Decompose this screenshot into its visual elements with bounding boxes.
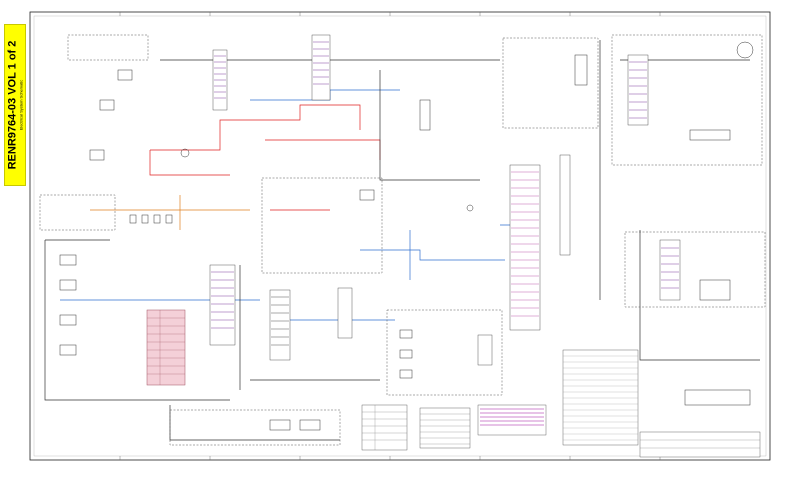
wire-color-legend (419, 407, 471, 449)
component-icon (699, 279, 731, 301)
component-icon (574, 54, 588, 86)
component-icon (399, 369, 413, 379)
section-far-right (611, 34, 763, 166)
section-left-mid (39, 194, 116, 231)
wire-blue (60, 89, 540, 321)
component-icon (736, 41, 754, 59)
connector-icon (337, 287, 353, 339)
legend-rows (362, 355, 760, 450)
section-upper-right (502, 37, 599, 129)
connector-icon (311, 34, 331, 101)
section-lower-center (386, 309, 503, 396)
wire-orange (90, 195, 250, 230)
connector-icon (509, 164, 541, 331)
section-right-mid (624, 231, 766, 308)
legend-tables (361, 349, 761, 458)
connector-icon (269, 289, 291, 361)
component-icon (180, 148, 190, 158)
component-icon (165, 214, 173, 224)
component-icon (419, 99, 431, 131)
component-icon (89, 149, 105, 161)
section-top-left (67, 34, 149, 61)
section-boxes (39, 34, 766, 446)
component-icon (59, 344, 77, 356)
component-icon (153, 214, 161, 224)
connector-icon (477, 334, 493, 366)
connector-pins (211, 41, 679, 346)
component-icon (59, 279, 77, 291)
component-icon (689, 129, 731, 141)
connector-blocks (209, 34, 681, 366)
component-icon (141, 214, 149, 224)
connector-icon (659, 239, 681, 301)
connector-icon (627, 54, 649, 126)
grid-ticks (119, 12, 661, 460)
component-icon (129, 214, 137, 224)
component-icon (59, 314, 77, 326)
component-icon (299, 419, 321, 431)
component-icon (269, 419, 291, 431)
connector-icon (209, 264, 236, 346)
connector-icon (559, 154, 571, 256)
title-band: RENR9764-03 VOL 1 of 2 Electrical System… (4, 24, 26, 186)
component-icon (99, 99, 115, 111)
section-center (261, 177, 383, 274)
wire-pink (214, 40, 516, 330)
title-block (639, 431, 761, 458)
component-icon (399, 329, 413, 339)
sheet-border (29, 11, 771, 461)
component-icon (359, 189, 375, 201)
harness-legend (477, 404, 547, 436)
component-icon (466, 204, 474, 212)
revision-table (562, 349, 639, 446)
component-icon (117, 69, 133, 81)
symbol-legend (361, 404, 408, 451)
components (59, 41, 754, 431)
wire-red (149, 104, 381, 211)
section-bottom-center (169, 409, 341, 446)
component-icon (684, 389, 751, 406)
component-icon (59, 254, 77, 266)
sheet-inner-border (33, 15, 767, 457)
component-icon (399, 349, 413, 359)
parts-table (146, 309, 186, 386)
